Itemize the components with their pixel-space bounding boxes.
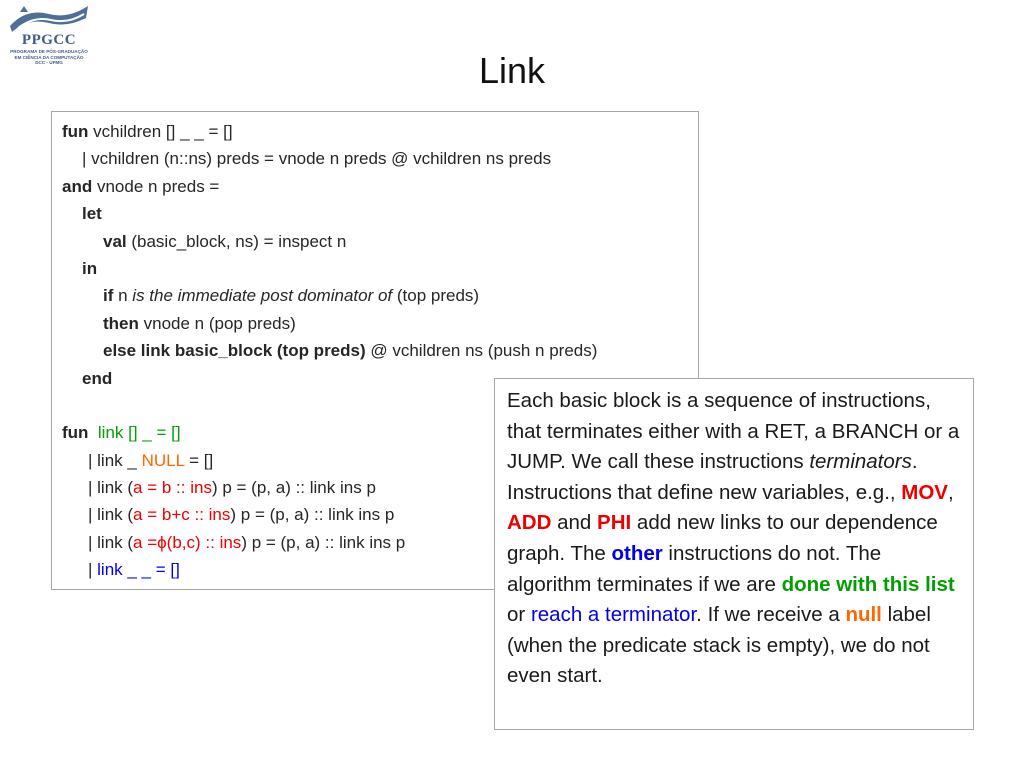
code-line: | link _ NULL = [] (62, 447, 698, 474)
code-blue-text: link _ _ = [] (97, 560, 180, 580)
code-keyword: if (103, 286, 114, 306)
code-keyword: fun (62, 122, 89, 141)
logo-subtitle-line: EM CIÊNCIA DA COMPUTAÇÃO (14, 54, 84, 60)
logo-subtitle-line: PROGRAMA DE PÓS-GRADUAÇÃO (10, 49, 88, 54)
logo-subtitle-line: DCC - UFMG (35, 60, 63, 65)
code-text: ) p = (p, a) :: link ins p (211, 478, 376, 498)
code-red-text: a =ϕ(b,c) :: ins (133, 532, 242, 552)
note-text: . Instructions that define new variables… (507, 450, 918, 504)
code-line: let (62, 200, 698, 227)
code-text: @ vchildren ns (push n preds) (365, 341, 598, 361)
note-text: and (551, 511, 598, 535)
logo-wave-icon (10, 6, 88, 32)
code-keyword: in (82, 258, 98, 278)
code-red-text: a = b :: ins (133, 478, 212, 498)
logo-name: PPGCC (21, 32, 77, 48)
note-text: or (507, 603, 531, 627)
code-line: | link (a = b+c :: ins) p = (p, a) :: li… (62, 501, 698, 528)
note-null-text: null (845, 603, 882, 627)
note-text: label (when the predicate stack is empty… (507, 603, 931, 688)
note-mov-text: MOV (901, 480, 948, 504)
code-line: else link basic_block (top preds) @ vchi… (62, 337, 698, 364)
note-text: add new links to our dependence graph. T… (507, 511, 938, 565)
code-text: (top preds) (392, 286, 480, 306)
note-italic-text: terminators (809, 450, 912, 474)
note-phi-text: PHI (597, 511, 632, 535)
note-add-text: ADD (507, 511, 552, 535)
note-text: . If we receive a (696, 603, 846, 627)
code-green-text: link [] _ = [] (97, 423, 181, 443)
code-text: vchildren [] _ _ = [] (88, 122, 233, 141)
code-text: | vchildren (n::ns) preds = vnode n pred… (82, 149, 552, 169)
note-other-text: other (611, 541, 663, 565)
code-keyword: then (103, 313, 139, 333)
code-keyword: val (103, 231, 127, 251)
code-keyword: fun (62, 423, 89, 443)
code-line: | link (a = b :: ins) p = (p, a) :: link… (62, 474, 698, 501)
note-text: Each basic block is a sequence of instru… (507, 389, 960, 474)
code-text: | link ( (88, 532, 134, 552)
code-text: | link ( (88, 478, 134, 498)
note-done-text: done with this list (781, 572, 955, 596)
note-text: instructions do not. The algorithm termi… (507, 541, 882, 596)
code-text: = [] (184, 450, 214, 470)
slide-title: Link (478, 50, 546, 91)
code-line: val (basic_block, ns) = inspect n (62, 228, 698, 255)
code-keyword: and (62, 176, 93, 196)
code-null-text: NULL (141, 450, 185, 470)
code-text: | link _ (88, 450, 142, 470)
code-line: | link (a =ϕ(b,c) :: ins) p = (p, a) :: … (62, 529, 698, 556)
code-text: vnode n (pop preds) (138, 313, 296, 333)
note-text: , (947, 480, 954, 504)
explanation-note: Each basic block is a sequence of instru… (494, 378, 974, 730)
code-gap (88, 423, 97, 442)
code-keyword: else link basic_block (top preds) (103, 341, 366, 361)
code-keyword: let (82, 204, 102, 224)
code-keyword: end (82, 368, 113, 388)
ppgcc-logo: PPGCC PROGRAMA DE PÓS-GRADUAÇÃO EM CIÊNC… (6, 4, 92, 66)
note-reach-text: reach a terminator (530, 603, 697, 627)
code-red-text: a = b+c :: ins (133, 505, 231, 525)
code-italic-text: is the immediate post dominator of (132, 286, 393, 306)
code-line: | vchildren (n::ns) preds = vnode n pred… (62, 145, 698, 172)
code-line: | link _ _ = [] (62, 556, 698, 583)
code-line: if n is the immediate post dominator of … (62, 282, 698, 309)
code-text: ) p = (p, a) :: link ins p (230, 505, 395, 525)
code-text: ) p = (p, a) :: link ins p (241, 532, 406, 552)
code-line: fun link [] _ = [] (62, 419, 698, 446)
code-line: fun vchildren [] _ _ = [] (62, 118, 698, 145)
code-line: in (62, 255, 698, 282)
code-line: and vnode n preds = (62, 173, 698, 200)
code-text: (basic_block, ns) = inspect n (126, 231, 347, 251)
code-line: end (62, 365, 698, 392)
code-text: vnode n preds = (92, 176, 220, 196)
code-text: | link ( (88, 505, 134, 525)
code-text: n (113, 286, 133, 306)
code-line: then vnode n (pop preds) (62, 310, 698, 337)
code-text: | (88, 560, 98, 580)
